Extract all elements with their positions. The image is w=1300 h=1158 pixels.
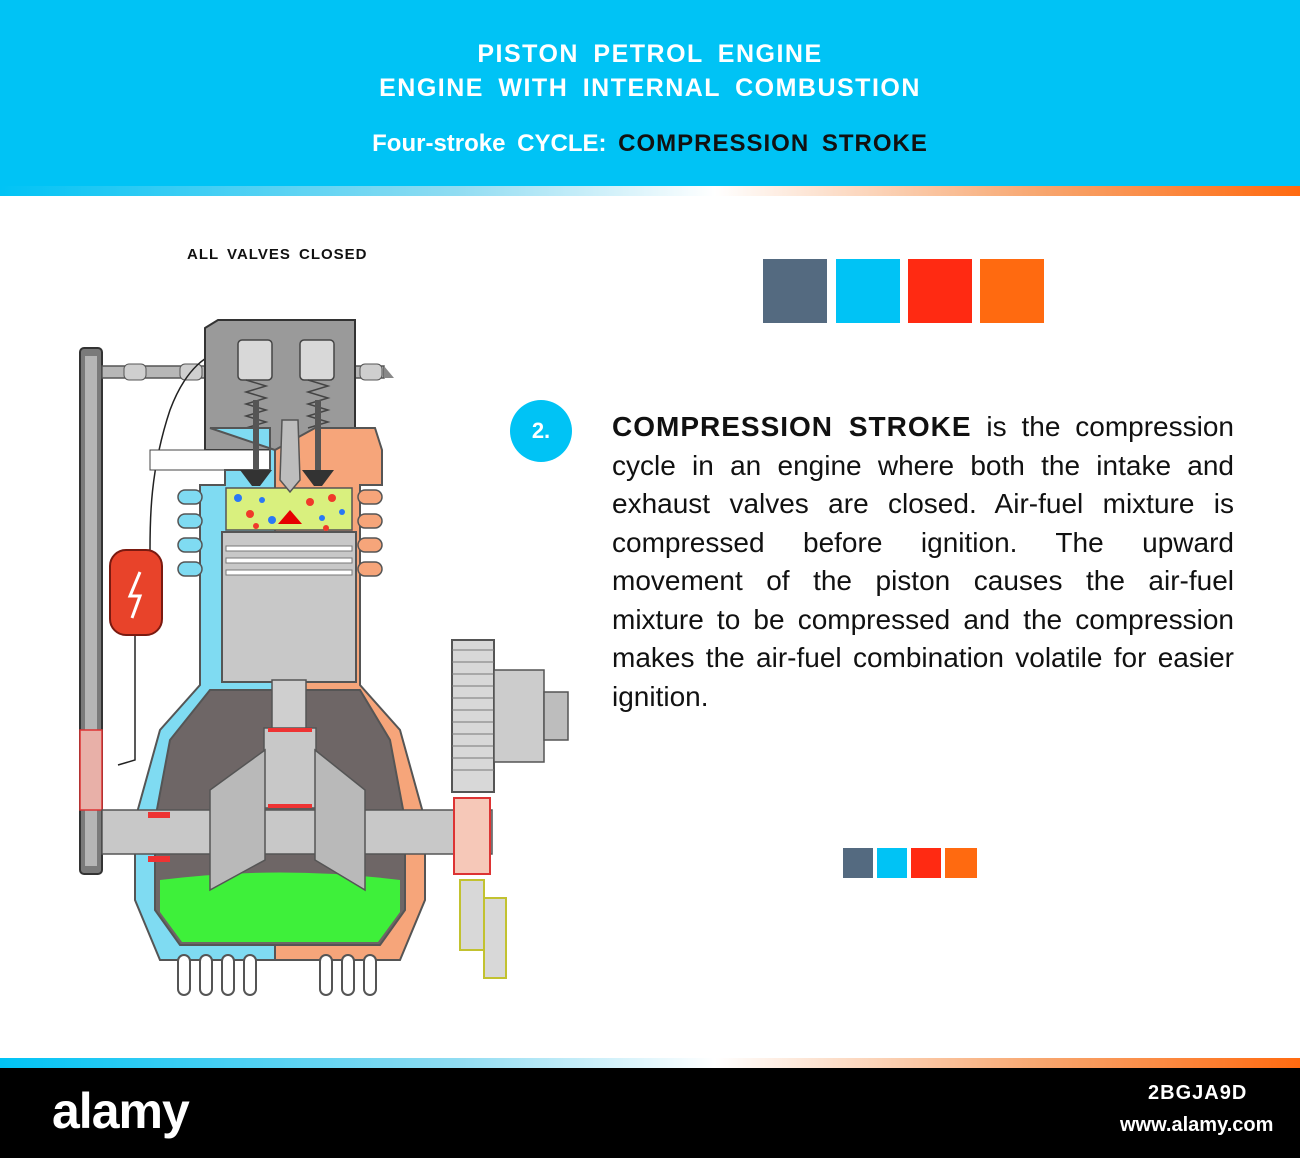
timing-belt bbox=[79, 347, 103, 875]
swatch-small-2 bbox=[877, 848, 907, 878]
connecting-rod bbox=[263, 679, 317, 809]
step-number-badge: 2. bbox=[510, 400, 572, 462]
footer-bar bbox=[0, 1068, 1300, 1158]
subtitle-prefix: Four-stroke CYCLE: bbox=[372, 130, 607, 157]
image-id-label: 2BGJA9D bbox=[1148, 1082, 1248, 1104]
bottom-gradient-bar bbox=[0, 1058, 1300, 1068]
cooling-fins-left bbox=[177, 489, 203, 577]
cooling-fins-right bbox=[357, 489, 383, 577]
swatch-small-3 bbox=[911, 848, 941, 878]
title-line-2: ENGINE WITH INTERNAL COMBUSTION bbox=[379, 74, 921, 102]
swatch-large-3 bbox=[908, 259, 972, 323]
engine-cross-section bbox=[79, 319, 569, 996]
ignition-coil bbox=[109, 549, 163, 636]
exhaust-valve bbox=[302, 400, 334, 486]
top-gradient-bar bbox=[0, 186, 1300, 196]
spark-plug bbox=[279, 419, 301, 494]
stroke-term: COMPRESSION STROKE bbox=[612, 411, 972, 442]
coil-wire bbox=[117, 630, 136, 766]
subtitle-stroke: COMPRESSION STROKE bbox=[618, 130, 928, 157]
swatch-large-4 bbox=[980, 259, 1044, 323]
watermark-url: www.alamy.com bbox=[1120, 1114, 1274, 1136]
oil-sump bbox=[160, 872, 400, 942]
swatch-large-1 bbox=[763, 259, 827, 323]
piston bbox=[221, 531, 357, 683]
title-line-1: PISTON PETROL ENGINE bbox=[477, 40, 823, 68]
swatch-large-2 bbox=[836, 259, 900, 323]
stroke-description: COMPRESSION STROKE is the compression cy… bbox=[612, 408, 1234, 716]
valves-label: ALL VALVES CLOSED bbox=[187, 246, 368, 263]
alamy-logo: alamy bbox=[52, 1083, 190, 1139]
intake-valve bbox=[240, 400, 272, 486]
cycle-subtitle: Four-stroke CYCLE: COMPRESSION STROKE bbox=[0, 130, 1300, 158]
crankshaft bbox=[101, 748, 493, 892]
stroke-text: is the compression cycle in an engine wh… bbox=[612, 411, 1234, 712]
oil-pan-fins bbox=[177, 954, 377, 996]
swatch-small-1 bbox=[843, 848, 873, 878]
air-fuel-mixture bbox=[234, 494, 345, 531]
swatch-small-4 bbox=[945, 848, 977, 878]
compression-arrow bbox=[278, 510, 302, 524]
gear-train bbox=[451, 639, 569, 979]
header-banner: PISTON PETROL ENGINE ENGINE WITH INTERNA… bbox=[0, 0, 1300, 186]
